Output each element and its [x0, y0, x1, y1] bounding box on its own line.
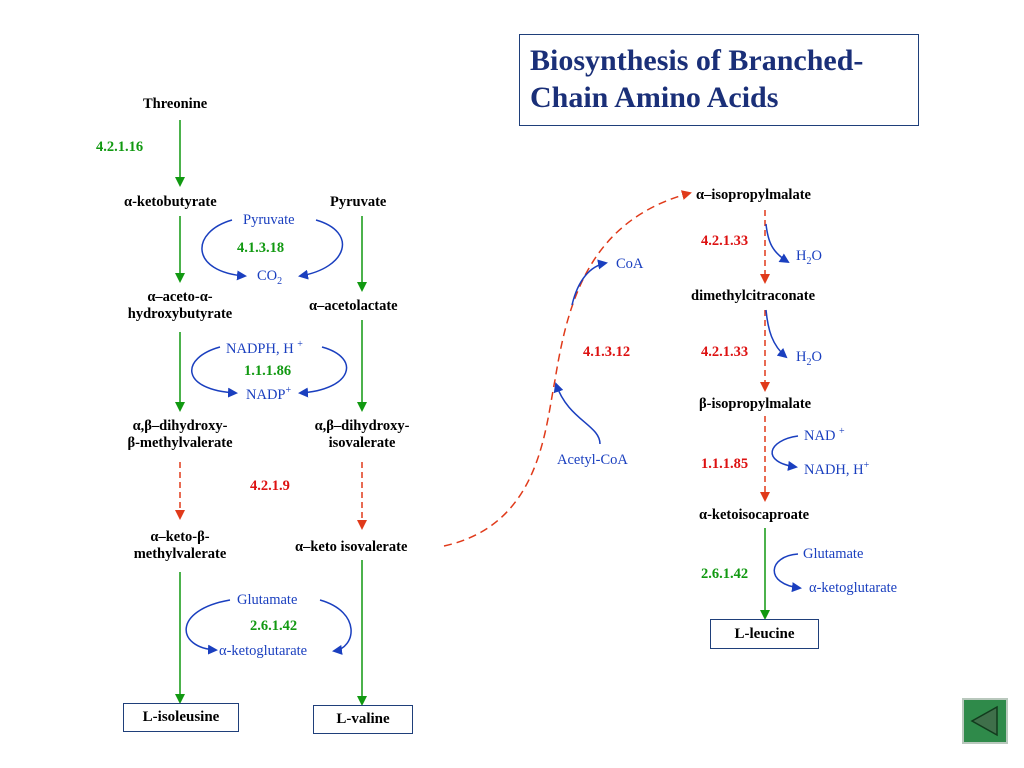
cofactor-co2: CO2: [257, 268, 283, 287]
product-valine: L-valine: [313, 705, 413, 734]
cofactor-pyruvate: Pyruvate: [243, 212, 295, 228]
curve-h2o-out-2: [765, 309, 788, 359]
metabolite-beta-isopropylmalate: β-isopropylmalate: [699, 396, 812, 412]
product-isoleucine: L-isoleusine: [123, 703, 239, 732]
metabolite-ketobutyrate: α-ketobutyrate: [124, 194, 217, 210]
curve-acetyl-coa-in: [553, 382, 601, 445]
metabolite-dimethylcitraconate: dimethylcitraconate: [691, 288, 816, 304]
cofactor-h2o-1: H2O: [796, 248, 822, 267]
cofactor-ketoglutarate-left: α-ketoglutarate: [219, 643, 308, 659]
enzyme-4-2-1-16: 4.2.1.16: [96, 139, 144, 155]
back-triangle-icon: [970, 705, 998, 737]
cofactor-nadh: NADH, H+: [804, 460, 870, 478]
curve-nad: [771, 435, 799, 471]
metabolite-pyruvate: Pyruvate: [330, 194, 387, 210]
metabolite-dihydroxy-isovalerate: α,β–dihydroxy- isovalerate: [314, 418, 410, 452]
curve-glutamate-right: [319, 599, 352, 655]
cofactor-glutamate-left: Glutamate: [237, 592, 298, 608]
curve-glutamate-leucine: [773, 553, 802, 593]
enzyme-4-2-1-33-b: 4.2.1.33: [701, 344, 749, 360]
enzyme-4-2-1-9: 4.2.1.9: [250, 478, 290, 494]
page-title: Biosynthesis of Branched- Chain Amino Ac…: [530, 44, 864, 114]
curve-glutamate-left: [185, 599, 231, 655]
cofactor-ketoglutarate-right: α-ketoglutarate: [809, 580, 898, 596]
cofactor-h2o-2: H2O: [796, 349, 822, 368]
enzyme-4-2-1-33-a: 4.2.1.33: [701, 233, 749, 249]
enzyme-4-1-3-12: 4.1.3.12: [583, 344, 631, 360]
cofactor-acetyl-coa: Acetyl-CoA: [557, 452, 628, 468]
enzyme-1-1-1-85: 1.1.1.85: [701, 456, 749, 472]
enzyme-1-1-1-86: 1.1.1.86: [244, 363, 292, 379]
metabolite-keto-isovalerate: α–keto isovalerate: [295, 539, 408, 555]
metabolite-keto-methylvalerate: α–keto-β- methylvalerate: [133, 529, 227, 563]
arrow-keto-isovalerate-to-isopropylmalate: [443, 190, 692, 547]
metabolite-ketoisocaproate: α-ketoisocaproate: [699, 507, 810, 523]
metabolite-threonine: Threonine: [143, 96, 208, 112]
cofactor-coa: CoA: [616, 256, 644, 272]
cofactor-nad: NAD +: [804, 426, 845, 444]
cofactor-nadp: NADP+: [246, 385, 292, 403]
metabolite-alpha-isopropylmalate: α–isopropylmalate: [696, 187, 811, 203]
metabolite-acetolactate: α–acetolactate: [309, 298, 398, 314]
product-leucine: L-leucine: [710, 619, 819, 649]
curve-nadph-left: [191, 346, 238, 398]
enzyme-4-1-3-18: 4.1.3.18: [237, 240, 285, 256]
curve-h2o-out-1: [765, 223, 790, 264]
curve-coa-out: [571, 259, 608, 306]
curve-nadph-right: [298, 346, 348, 398]
cofactor-nadph: NADPH, H +: [226, 339, 303, 357]
back-button[interactable]: [962, 698, 1008, 744]
metabolite-dihydroxy-methylvalerate: α,β–dihydroxy- β-methylvalerate: [127, 418, 233, 452]
cofactor-glutamate-right: Glutamate: [803, 546, 864, 562]
curve-pyruvate-co2-left: [201, 219, 247, 281]
curve-pyruvate-co2-right: [298, 219, 344, 280]
title-box: Biosynthesis of Branched- Chain Amino Ac…: [519, 34, 919, 126]
enzyme-2-6-1-42-left: 2.6.1.42: [250, 618, 298, 634]
metabolite-aceto-hydroxybutyrate: α–aceto-α- hydroxybutyrate: [127, 289, 233, 323]
enzyme-2-6-1-42-right: 2.6.1.42: [701, 566, 749, 582]
